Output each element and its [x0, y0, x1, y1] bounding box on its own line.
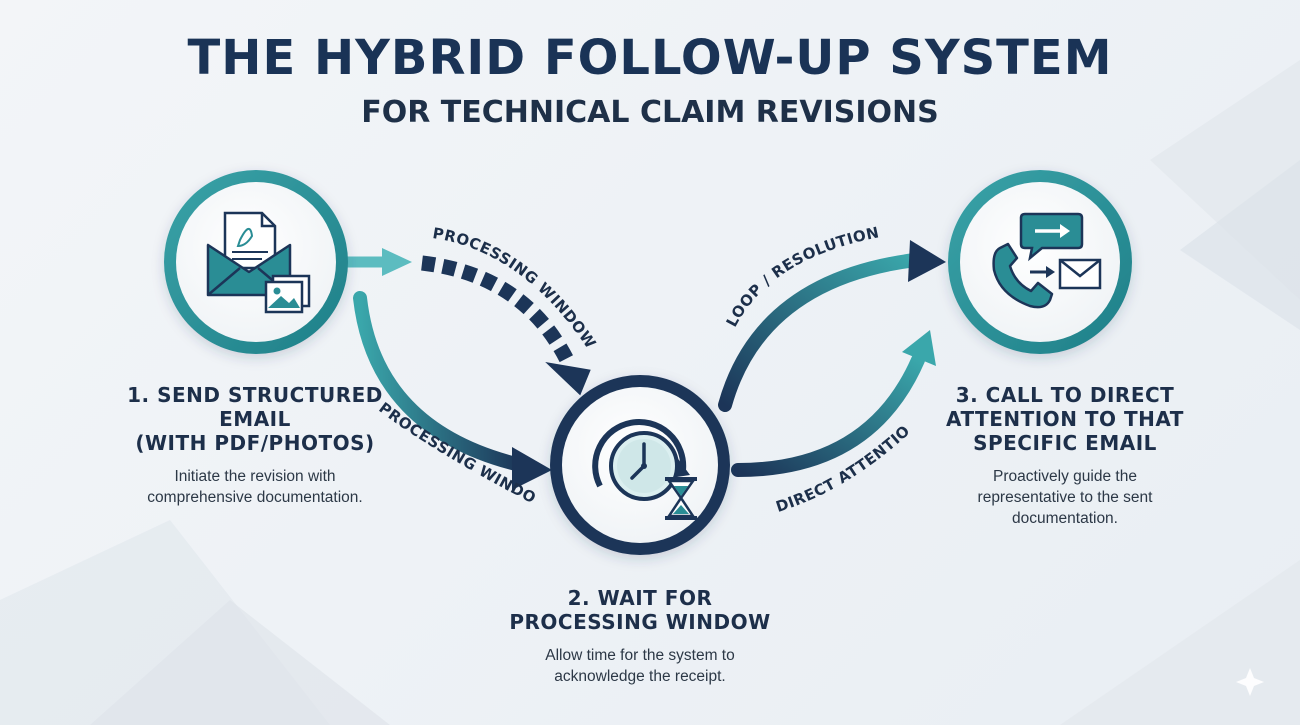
step3-desc-line: Proactively guide the [993, 468, 1137, 485]
step1-title: 1. SEND STRUCTURED EMAIL (WITH PDF/PHOTO… [100, 383, 410, 455]
step2-description: Allow time for the system to acknowledge… [480, 645, 800, 687]
step2-desc-line: Allow time for the system to [545, 647, 735, 664]
step1-desc-line: Initiate the revision with [174, 468, 336, 485]
page-title: THE HYBRID FOLLOW-UP SYSTEM [187, 30, 1113, 86]
step2-title-line: PROCESSING WINDOW [509, 610, 771, 634]
step1-description: Initiate the revision with comprehensive… [95, 466, 415, 508]
step3-title-line: SPECIFIC EMAIL [973, 431, 1157, 455]
arrow-step1-to-step2 [353, 291, 552, 490]
arrow-loop-resolution [718, 240, 946, 412]
step3-title: 3. CALL TO DIRECT ATTENTION TO THAT SPEC… [905, 383, 1225, 455]
step1-title-line: 1. SEND STRUCTURED [127, 383, 383, 407]
page-subtitle: FOR TECHNICAL CLAIM REVISIONS [361, 95, 939, 130]
step2-title: 2. WAIT FOR PROCESSING WINDOW [480, 586, 800, 634]
step1-title-line: (WITH PDF/PHOTOS) [135, 431, 375, 455]
step3-desc-line: documentation. [1012, 510, 1118, 527]
step3-desc-line: representative to the sent [977, 489, 1153, 506]
sparkle-icon [1236, 668, 1264, 696]
dashed-processing-arrow [421, 255, 591, 396]
clock-hourglass-icon [592, 419, 697, 520]
email-pdf-photos-icon [206, 211, 311, 314]
step2-title-line: 2. WAIT FOR [567, 586, 713, 610]
step3-title-line: 3. CALL TO DIRECT [955, 383, 1175, 407]
step2-desc-line: acknowledge the receipt. [554, 668, 726, 685]
phone-chat-email-icon [992, 212, 1102, 309]
step3-title-line: ATTENTION TO THAT [946, 407, 1184, 431]
step1-title-line: EMAIL [219, 407, 291, 431]
arrow-direct-attention [731, 330, 936, 477]
step1-desc-line: comprehensive documentation. [147, 489, 363, 506]
label-processing-window-top: PROCESSING WINDOW [431, 224, 599, 352]
step3-node [948, 170, 1132, 354]
step3-description: Proactively guide the representative to … [905, 466, 1225, 529]
